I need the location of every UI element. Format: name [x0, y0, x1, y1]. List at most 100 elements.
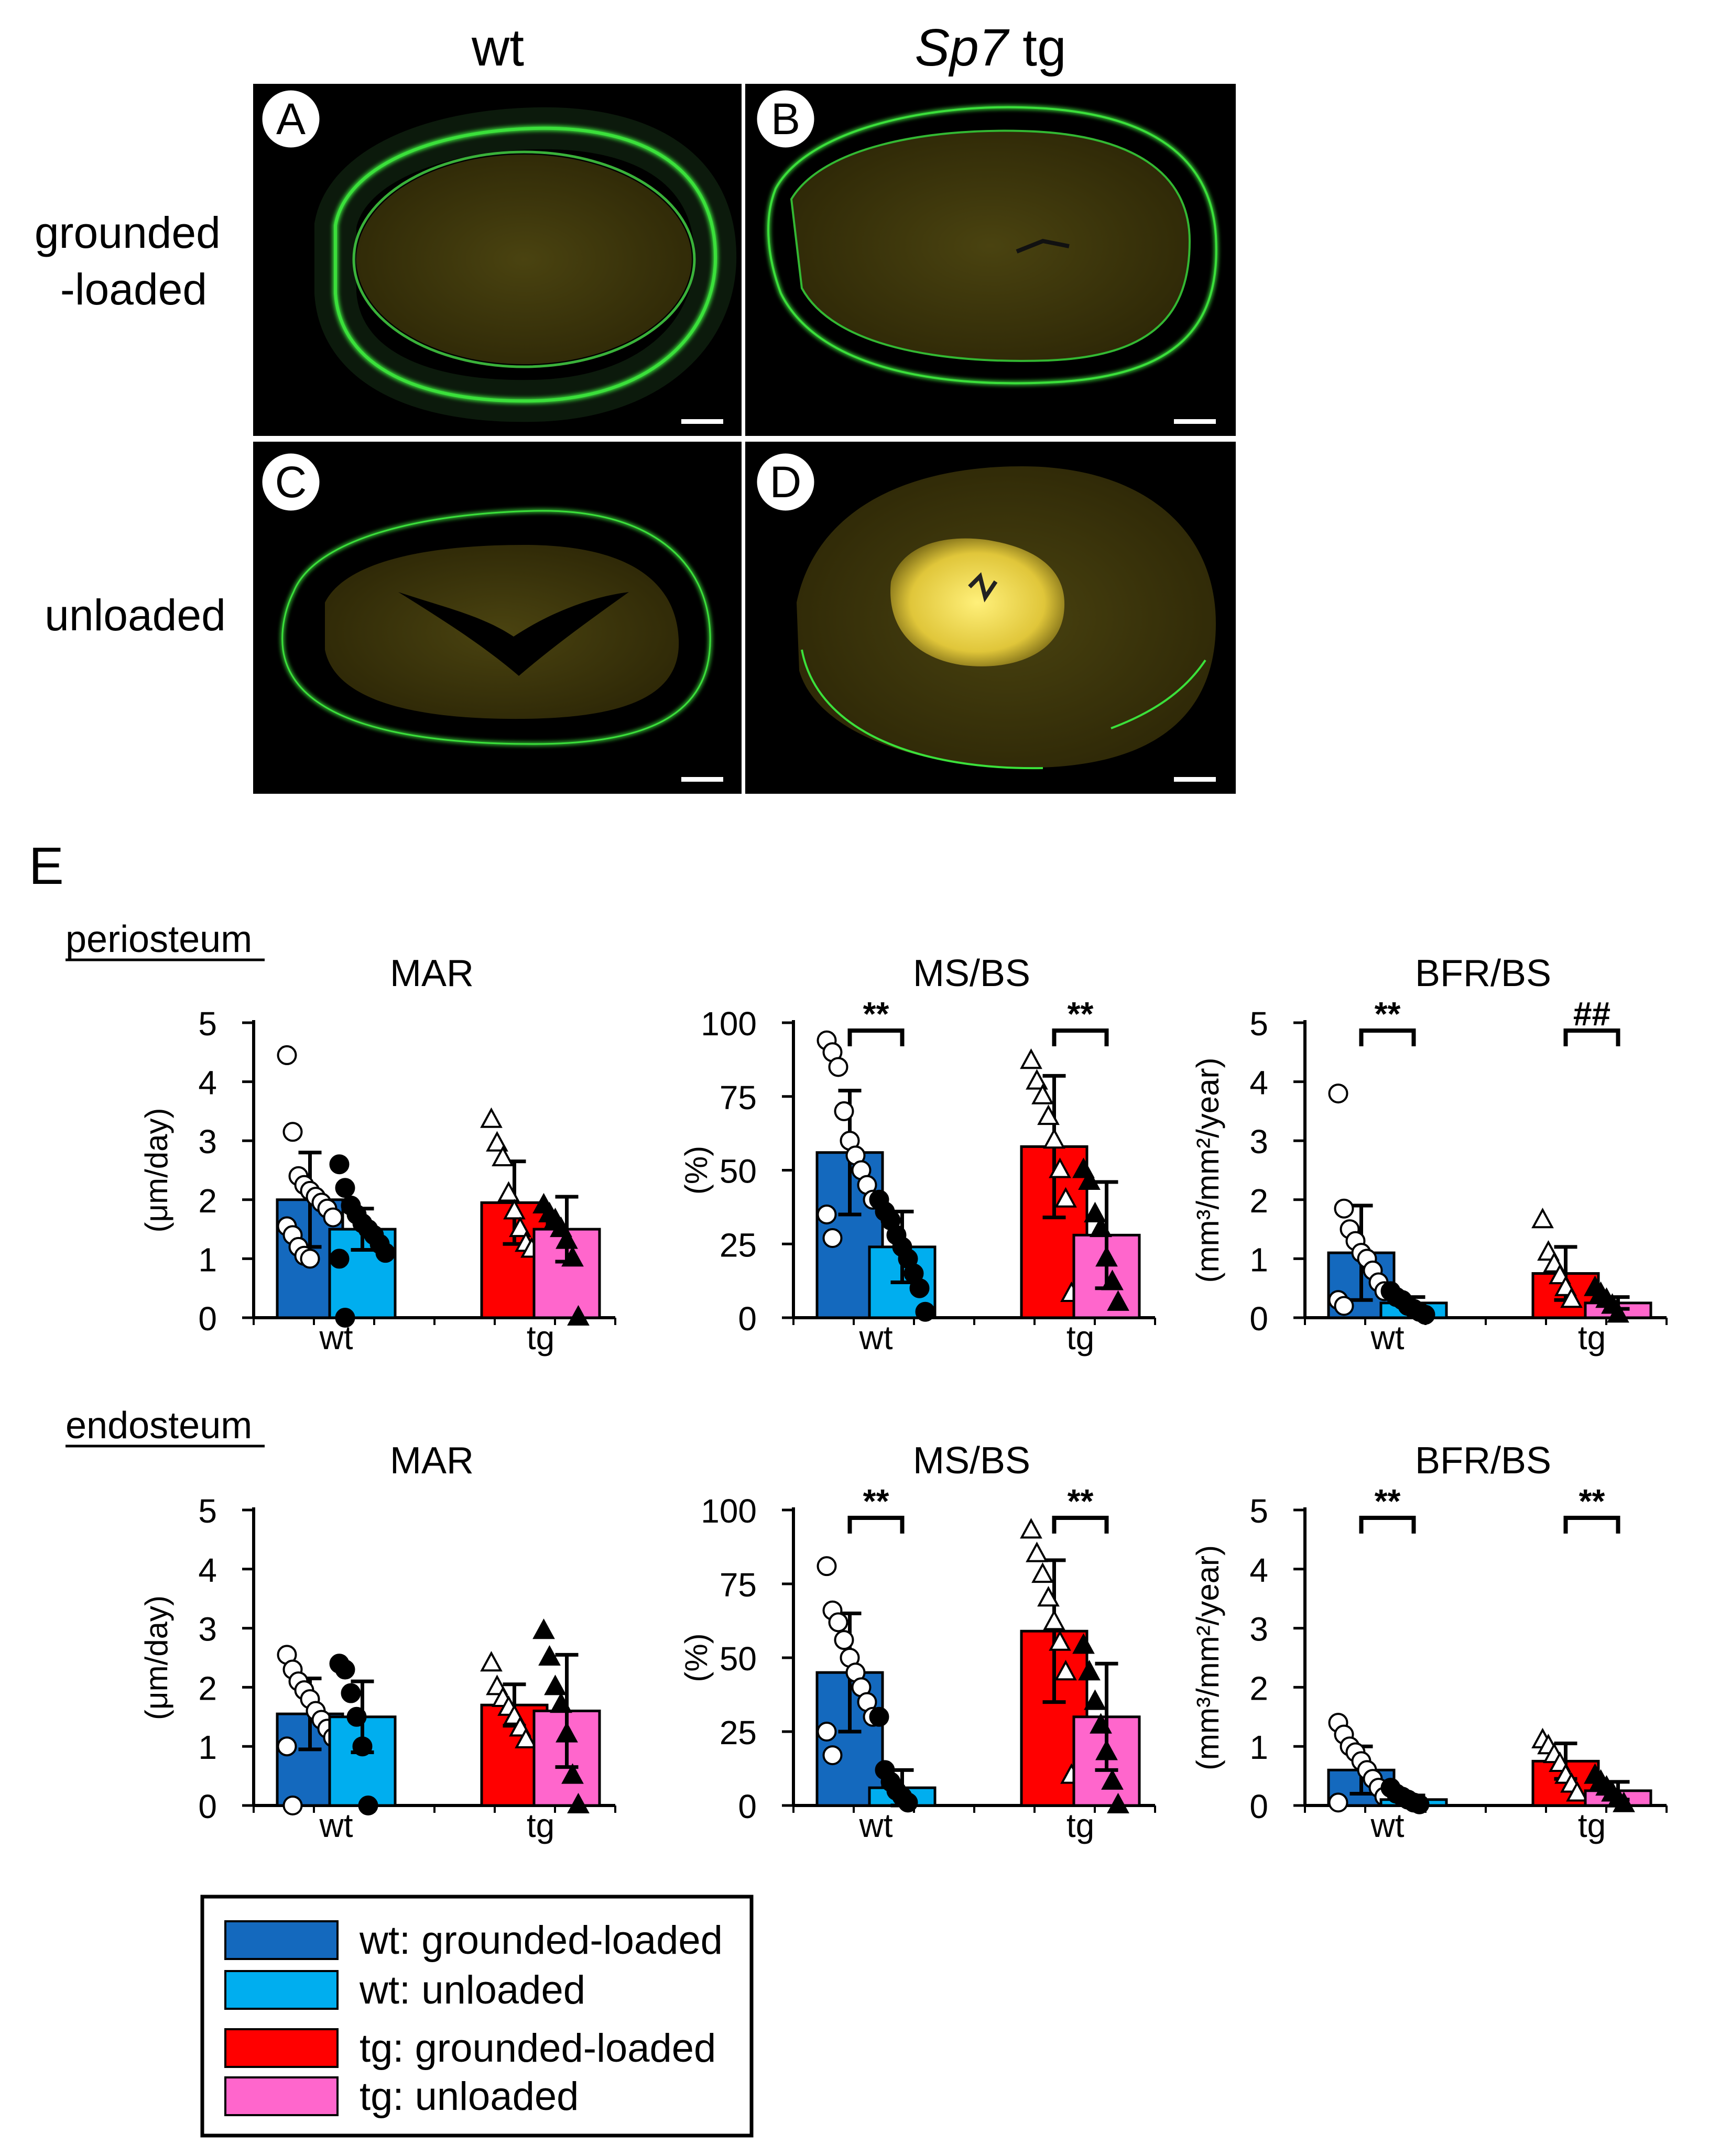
x-category-label: tg — [1066, 1319, 1094, 1356]
y-tick-label: 4 — [1249, 1551, 1268, 1589]
data-point — [828, 1612, 848, 1633]
data-point — [898, 1792, 918, 1813]
y-tick-label: 50 — [720, 1153, 757, 1190]
svg-text:D: D — [770, 457, 802, 507]
y-tick-label: 3 — [1249, 1611, 1268, 1648]
y-tick-label: 5 — [198, 1005, 217, 1043]
data-point — [277, 1045, 297, 1065]
x-category-label: tg — [527, 1807, 554, 1844]
data-point — [1037, 1104, 1060, 1125]
significance-mark: ** — [863, 1482, 889, 1520]
y-tick-label: 0 — [738, 1788, 757, 1825]
data-point — [323, 1207, 343, 1228]
micrograph-panel-b — [745, 84, 1236, 436]
y-tick-label: 1 — [1249, 1241, 1268, 1278]
y-axis-label: (mm³/mm²/year) — [1190, 1545, 1225, 1770]
data-point — [1043, 1610, 1065, 1630]
data-point — [497, 1181, 520, 1202]
y-axis-label: (μm/day) — [139, 1108, 174, 1233]
data-point — [1020, 1518, 1042, 1539]
chart-title: MAR — [390, 1440, 474, 1482]
data-point — [1566, 1781, 1588, 1802]
data-point — [352, 1736, 373, 1757]
data-point — [817, 1556, 837, 1577]
section-label-periosteum: periosteum — [66, 918, 252, 960]
micrograph-panel-a — [253, 84, 742, 436]
panel-letter-d: D — [754, 451, 817, 513]
y-tick-label: 0 — [738, 1300, 757, 1338]
significance-bracket — [1052, 1028, 1109, 1046]
section-label-e: E — [29, 837, 64, 895]
y-tick-label: 3 — [1249, 1123, 1268, 1161]
data-point — [1107, 1792, 1129, 1813]
legend: wt: grounded-loaded wt: unloaded tg: gro… — [200, 1895, 754, 2138]
x-category-label: wt — [319, 1807, 353, 1844]
data-point — [486, 1131, 508, 1152]
y-tick-label: 2 — [198, 1182, 217, 1220]
data-point — [561, 1246, 584, 1267]
data-point — [834, 1630, 854, 1650]
data-point — [335, 1308, 355, 1328]
chart-title: MAR — [390, 953, 474, 994]
significance-mark: ** — [863, 995, 889, 1033]
data-point — [567, 1792, 590, 1813]
data-point — [538, 1645, 561, 1666]
significance-bracket — [847, 1028, 905, 1046]
data-point — [915, 1301, 935, 1322]
data-point — [1560, 1287, 1583, 1308]
data-point — [1095, 1246, 1118, 1267]
data-point — [1020, 1048, 1042, 1069]
data-point — [509, 1216, 531, 1238]
significance-mark: ## — [1573, 995, 1610, 1033]
data-point — [1334, 1198, 1354, 1219]
y-tick-label: 2 — [198, 1669, 217, 1707]
data-point — [550, 1692, 572, 1713]
y-tick-label: 1 — [198, 1241, 217, 1278]
x-category-label: wt — [1370, 1807, 1405, 1844]
y-tick-label: 25 — [720, 1226, 757, 1264]
y-tick-label: 75 — [720, 1079, 757, 1117]
data-point — [1084, 1689, 1106, 1710]
data-point — [1078, 1660, 1101, 1681]
svg-text:wt: grounded-loaded: wt: grounded-loaded — [359, 1918, 723, 1963]
data-point — [480, 1107, 503, 1128]
y-tick-label: 3 — [198, 1123, 217, 1161]
svg-text:tg: unloaded: tg: unloaded — [360, 2074, 579, 2119]
x-category-label: wt — [859, 1807, 893, 1844]
data-point — [358, 1796, 378, 1815]
data-point — [1026, 1069, 1048, 1090]
y-tick-label: 5 — [1249, 1005, 1268, 1043]
data-point — [1026, 1541, 1048, 1562]
x-category-label: tg — [1066, 1807, 1094, 1844]
data-point — [282, 1796, 303, 1815]
x-category-label: wt — [1370, 1319, 1405, 1356]
data-point — [341, 1683, 361, 1703]
legend-item-tg-loaded: tg: grounded-loaded — [224, 2026, 716, 2071]
significance-bracket — [1359, 1516, 1416, 1534]
svg-text:A: A — [276, 94, 306, 144]
significance-bracket — [847, 1516, 905, 1534]
data-point — [515, 1727, 537, 1748]
data-point — [300, 1249, 320, 1269]
y-tick-label: 4 — [1249, 1064, 1268, 1102]
data-point — [817, 1722, 837, 1742]
significance-bracket — [1359, 1028, 1416, 1046]
data-point — [1409, 1794, 1430, 1814]
data-point — [492, 1145, 514, 1166]
x-category-label: tg — [527, 1319, 554, 1356]
data-point — [277, 1736, 297, 1757]
data-point — [1607, 1302, 1629, 1323]
data-point — [346, 1706, 367, 1727]
data-point — [329, 1154, 350, 1175]
panel-letter-b: B — [754, 87, 817, 150]
panel-letter-a: A — [259, 87, 322, 150]
data-point — [1037, 1586, 1060, 1607]
x-category-label: tg — [1578, 1807, 1606, 1844]
data-point — [556, 1228, 578, 1249]
